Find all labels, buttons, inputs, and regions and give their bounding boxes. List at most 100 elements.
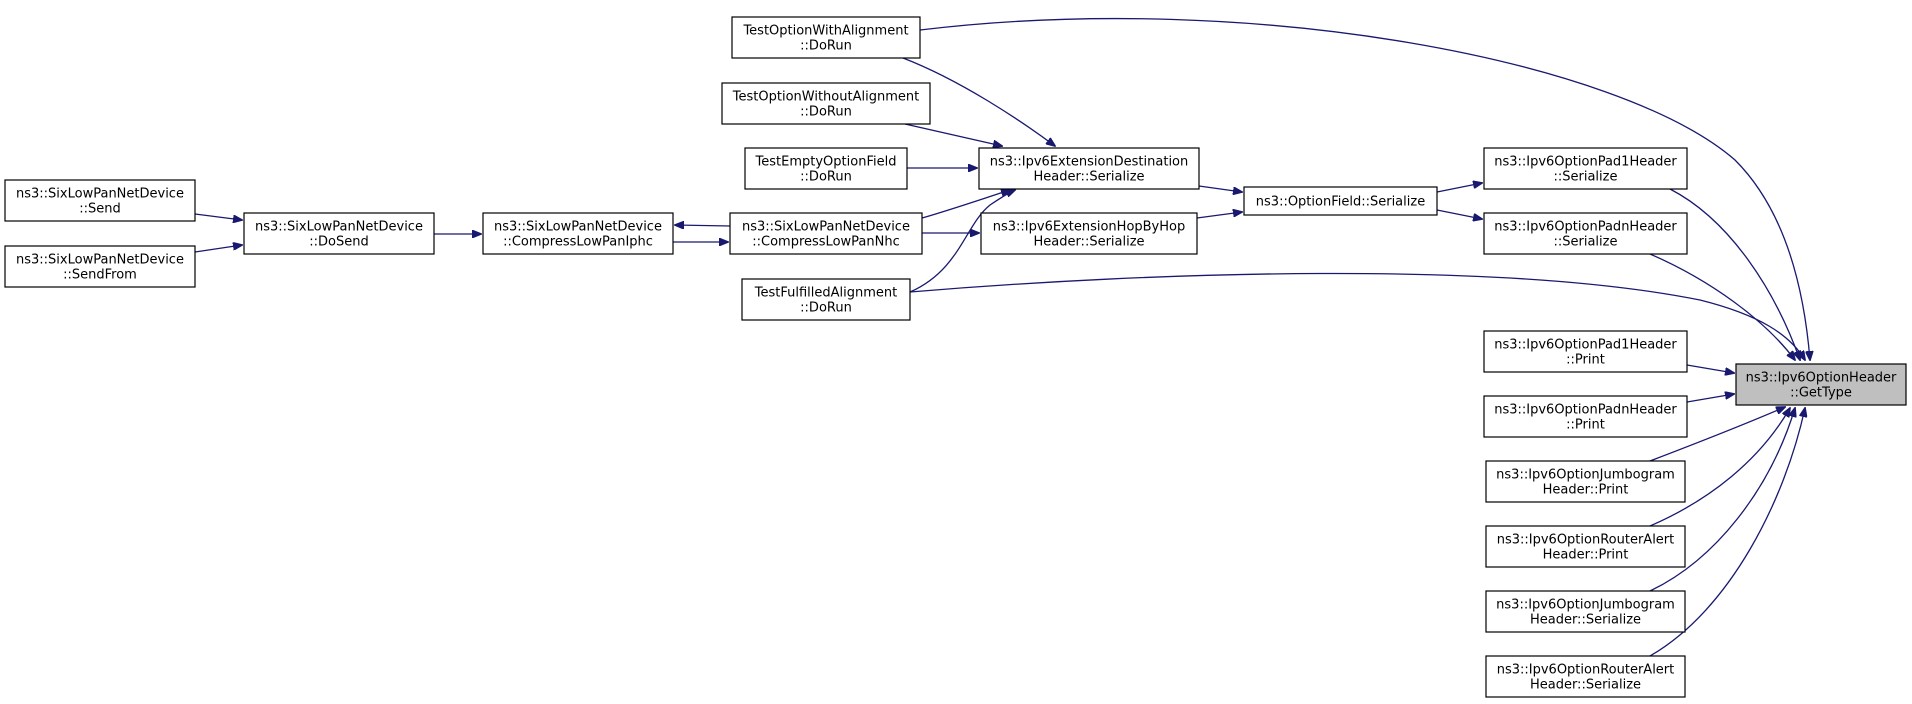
node-label-line: ns3::Ipv6OptionHeader (1746, 371, 1897, 386)
node-label-line: ns3::Ipv6OptionPadnHeader (1494, 220, 1677, 235)
node-label-line: ns3::SixLowPanNetDevice (16, 253, 184, 268)
node-label-line: ns3::Ipv6OptionJumbogram (1496, 598, 1675, 613)
node-label-line: ns3::SixLowPanNetDevice (16, 187, 184, 202)
node-compressIphc[interactable]: ns3::SixLowPanNetDevice::CompressLowPanI… (482, 212, 674, 255)
node-box (729, 212, 923, 255)
node-label-line: ::Serialize (1554, 235, 1618, 250)
edge-padnSer-to-getType (1649, 253, 1795, 360)
edge-optionField-to-pad1Ser (1436, 183, 1482, 193)
node-label-line: ns3::Ipv6OptionPad1Header (1494, 155, 1677, 170)
node-label-line: ::Print (1566, 353, 1605, 368)
edge-jumboPrint-to-getType (1649, 407, 1785, 462)
edge-padnPrint-to-getType (1686, 394, 1734, 403)
node-label-line: Header::Serialize (1530, 613, 1641, 628)
node-send[interactable]: ns3::SixLowPanNetDevice::Send (4, 179, 196, 222)
node-optionField[interactable]: ns3::OptionField::Serialize (1243, 186, 1438, 216)
node-doSend[interactable]: ns3::SixLowPanNetDevice::DoSend (243, 212, 435, 255)
node-label-line: ns3::Ipv6ExtensionDestination (990, 155, 1189, 170)
node-testWith[interactable]: TestOptionWithAlignment::DoRun (731, 16, 921, 59)
nodes-layer: ns3::Ipv6OptionHeader::GetTypens3::Ipv6O… (4, 16, 1907, 698)
node-label-line: ::GetType (1790, 386, 1852, 401)
node-label-line: TestFulfilledAlignment (754, 286, 898, 301)
node-box (482, 212, 674, 255)
node-box (980, 212, 1198, 255)
edge-hopSer-to-optionField (1196, 212, 1242, 219)
node-box (1485, 655, 1686, 698)
node-routerSer[interactable]: ns3::Ipv6OptionRouterAlertHeader::Serial… (1485, 655, 1686, 698)
node-box (721, 82, 931, 125)
node-box (1483, 395, 1688, 438)
node-label-line: Header::Print (1543, 548, 1629, 563)
node-label-line: TestEmptyOptionField (755, 155, 897, 170)
node-destSer[interactable]: ns3::Ipv6ExtensionDestinationHeader::Ser… (978, 147, 1200, 190)
node-hopSer[interactable]: ns3::Ipv6ExtensionHopByHopHeader::Serial… (980, 212, 1198, 255)
node-label-line: ::DoRun (800, 105, 852, 120)
edge-routerSer-to-getType (1649, 408, 1805, 657)
node-box (741, 278, 911, 321)
edges-layer (194, 17, 1810, 657)
edge-pad1Print-to-getType (1686, 364, 1734, 373)
node-label-line: ns3::Ipv6OptionPadnHeader (1494, 403, 1677, 418)
node-box (1485, 590, 1686, 633)
node-label-line: ns3::Ipv6OptionRouterAlert (1497, 663, 1675, 678)
node-testWithout[interactable]: TestOptionWithoutAlignment::DoRun (721, 82, 931, 125)
node-label-line: ::CompressLowPanNhc (752, 235, 899, 250)
node-label-line: ::DoRun (800, 301, 852, 316)
node-label-line: TestOptionWithAlignment (742, 24, 908, 39)
node-box (731, 16, 921, 59)
edge-compressNhc-to-destSer (921, 190, 1010, 219)
edge-testFulfilled-to-destSer (909, 190, 1015, 293)
node-label-line: ns3::OptionField::Serialize (1256, 195, 1425, 210)
node-box (978, 147, 1200, 190)
node-compressNhc[interactable]: ns3::SixLowPanNetDevice::CompressLowPanN… (729, 212, 923, 255)
node-pad1Print[interactable]: ns3::Ipv6OptionPad1Header::Print (1483, 330, 1688, 373)
node-label-line: TestOptionWithoutAlignment (732, 90, 919, 105)
node-label-line: ::Print (1566, 418, 1605, 433)
node-label-line: ::Serialize (1554, 170, 1618, 185)
node-box (1485, 525, 1686, 568)
node-jumboSer[interactable]: ns3::Ipv6OptionJumbogramHeader::Serializ… (1485, 590, 1686, 633)
node-padnSer[interactable]: ns3::Ipv6OptionPadnHeader::Serialize (1483, 212, 1688, 255)
edge-testWithout-to-destSer (904, 123, 1002, 146)
edge-testWith-to-destSer (902, 57, 1055, 146)
edge-destSer-to-optionField (1198, 185, 1242, 192)
node-box (4, 245, 196, 288)
node-label-line: ns3::SixLowPanNetDevice (494, 220, 662, 235)
node-padnPrint[interactable]: ns3::Ipv6OptionPadnHeader::Print (1483, 395, 1688, 438)
node-getType[interactable]: ns3::Ipv6OptionHeader::GetType (1735, 363, 1907, 406)
edge-pad1Ser-to-getType (1669, 188, 1800, 360)
edge-testFulfilled-to-getType (909, 272, 1805, 360)
edge-compressNhc-to-compressIphc (675, 225, 731, 226)
node-box (1243, 186, 1438, 216)
node-label-line: ::Send (79, 202, 121, 217)
node-label-line: Header::Serialize (1033, 170, 1144, 185)
node-testFulfilled[interactable]: TestFulfilledAlignment::DoRun (741, 278, 911, 321)
node-label-line: ns3::Ipv6OptionRouterAlert (1497, 533, 1675, 548)
node-label-line: ::DoRun (800, 39, 852, 54)
edge-send-to-doSend (194, 213, 242, 220)
node-label-line: ns3::Ipv6OptionJumbogram (1496, 468, 1675, 483)
node-box (1483, 212, 1688, 255)
node-label-line: ::DoRun (800, 170, 852, 185)
node-box (744, 147, 908, 190)
node-sendFrom[interactable]: ns3::SixLowPanNetDevice::SendFrom (4, 245, 196, 288)
node-box (1483, 330, 1688, 373)
edge-sendFrom-to-doSend (194, 245, 242, 253)
node-label-line: ns3::SixLowPanNetDevice (742, 220, 910, 235)
node-pad1Ser[interactable]: ns3::Ipv6OptionPad1Header::Serialize (1483, 147, 1688, 190)
node-label-line: ns3::SixLowPanNetDevice (255, 220, 423, 235)
node-testEmpty[interactable]: TestEmptyOptionField::DoRun (744, 147, 908, 190)
node-box (1485, 460, 1686, 503)
node-box (4, 179, 196, 222)
node-label-line: ::DoSend (309, 235, 368, 250)
node-label-line: Header::Serialize (1033, 235, 1144, 250)
node-box (1735, 363, 1907, 406)
node-label-line: ns3::Ipv6OptionPad1Header (1494, 338, 1677, 353)
edge-testWith-to-getType (919, 17, 1810, 360)
node-label-line: ns3::Ipv6ExtensionHopByHop (993, 220, 1186, 235)
node-label-line: ::CompressLowPanIphc (503, 235, 653, 250)
node-box (243, 212, 435, 255)
